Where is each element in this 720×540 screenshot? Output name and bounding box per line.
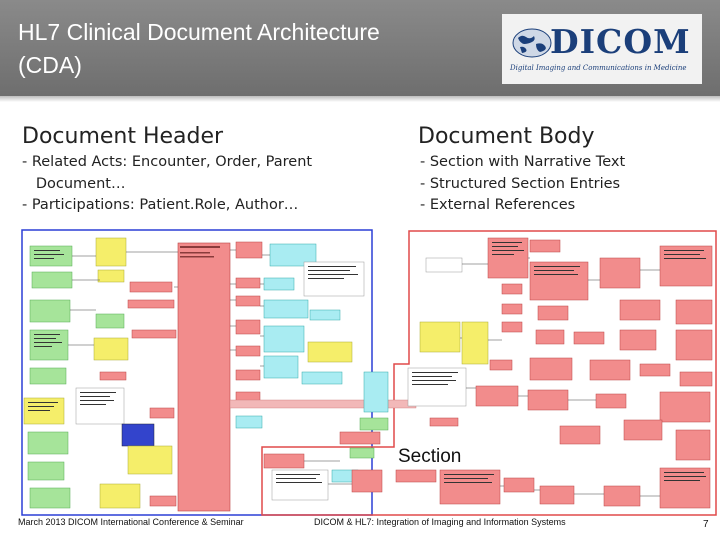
slide-title-line-1: HL7 Clinical Document Architecture [18,19,380,45]
title-bar-shadow [0,96,720,102]
bullet-section-narrative: - Section with Narrative Text [420,154,626,170]
dicom-wordmark: DICOM [550,22,691,61]
document-header-heading: Document Header [22,124,224,149]
dicom-tagline: Digital Imaging and Communications in Me… [510,64,687,72]
class-attribute-lines [28,242,706,483]
document-body-heading: Document Body [418,124,595,149]
bullet-structured-entries: - Structured Section Entries [420,175,621,192]
document-header-bullets: - Related Acts: Encounter, Order, Parent… [22,152,312,217]
section-classes [263,371,711,509]
clinical-document-class [177,242,231,512]
header-classes [23,237,177,509]
bullet-external-references: - External References [420,197,576,213]
footer-presentation-title: DICOM & HL7: Integration of Imaging and … [314,517,566,527]
body-classes [407,237,713,461]
dicom-logo: DICOM Digital Imaging and Communications… [502,14,702,84]
slide-title-line-2: (CDA) [18,52,82,78]
bullet-related-acts: - Related Acts: Encounter, Order, Parent [22,154,313,170]
association-lines [68,249,660,497]
bullet-related-acts-continued: Document… [22,175,126,192]
footer-conference: March 2013 DICOM International Conferenc… [18,517,244,527]
globe-icon [512,28,552,58]
bullet-participations: - Participations: Patient.Role, Author… [22,197,299,213]
document-body-bullets: - Section with Narrative Text - Structur… [420,152,625,217]
body-region-outline [261,230,717,516]
section-label: Section [398,446,462,468]
page-number: 7 [703,519,709,530]
slide-title: HL7 Clinical Document Architecture (CDA) [18,16,488,82]
